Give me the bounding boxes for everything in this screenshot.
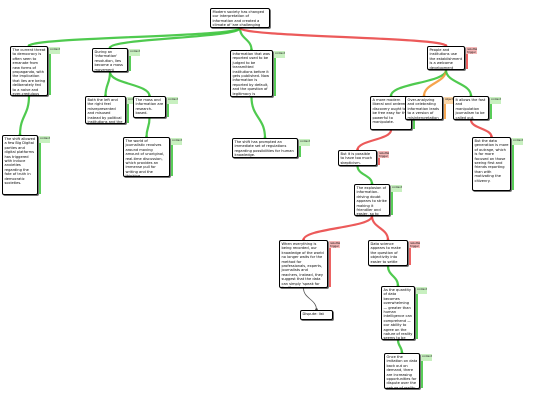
node-n3[interactable]: Information that was reported used to be… bbox=[230, 50, 273, 97]
node-n10[interactable]: A more modern liberal and ordered discov… bbox=[370, 96, 412, 130]
tag-n4: rebuttal trigger bbox=[466, 47, 477, 54]
node-text: A more modern liberal and ordered discov… bbox=[372, 98, 408, 125]
tag-n2: contention bbox=[129, 49, 140, 56]
node-n1[interactable]: The current threat to democracy is often… bbox=[10, 46, 48, 96]
tag-n11: objection bbox=[444, 97, 455, 104]
edge-root-n4 bbox=[238, 26, 448, 48]
node-text: Information that was reported used to be… bbox=[232, 52, 270, 96]
edge-n19-n20 bbox=[396, 338, 404, 355]
node-text: But it is possible to have too much skep… bbox=[340, 152, 373, 165]
tag-n17: rebuttal trigger bbox=[409, 241, 420, 248]
node-text: But the data generation is more of outra… bbox=[474, 139, 509, 183]
edge-n15-n16 bbox=[302, 214, 374, 242]
edge-root-n2 bbox=[108, 26, 242, 50]
edge-n2-n7 bbox=[108, 70, 151, 98]
node-side-bar bbox=[416, 287, 418, 339]
edge-n12-n13 bbox=[469, 118, 493, 139]
node-text: During an 'information' revolution, lies… bbox=[94, 50, 123, 72]
edge-n2-n6 bbox=[104, 70, 112, 98]
node-n2[interactable]: During an 'information' revolution, lies… bbox=[92, 48, 128, 72]
node-n15[interactable]: The explosion of information-driving dou… bbox=[354, 184, 390, 216]
edge-n4-n12 bbox=[444, 68, 473, 98]
tag-n5: contention bbox=[39, 136, 50, 143]
edge-n4-n10 bbox=[389, 68, 448, 98]
node-text: The shift allowed a few Big Digital part… bbox=[4, 137, 36, 186]
node-text: The shift has prompted an immediate set … bbox=[234, 140, 294, 158]
node-n4[interactable]: People and institutions use the establis… bbox=[427, 46, 465, 70]
node-n5[interactable]: The shift allowed a few Big Digital part… bbox=[2, 135, 38, 195]
node-n8[interactable]: The world of journalistic revolves aroun… bbox=[123, 137, 170, 177]
tag-n19: contention bbox=[416, 287, 427, 294]
tag-n9: contention bbox=[299, 139, 310, 146]
node-text: Modern society has changed our interpret… bbox=[212, 10, 265, 28]
node-text: People and institutions use the establis… bbox=[429, 48, 463, 70]
tag-n16: rebuttal trigger bbox=[329, 241, 340, 248]
tag-n13: contention bbox=[512, 138, 523, 145]
tag-n8: contention bbox=[171, 138, 182, 145]
tag-n3: contention bbox=[274, 51, 285, 58]
edge-root-n1 bbox=[27, 26, 242, 48]
node-text: Both the left and the right feel misrepr… bbox=[87, 98, 123, 124]
node-n19[interactable]: As the quantity of data becomes overwhel… bbox=[381, 286, 415, 340]
node-text: The explosion of information-driving dou… bbox=[356, 186, 387, 216]
node-text: Once the imitation on data back out on d… bbox=[386, 355, 418, 389]
node-text: The current threat to democracy is often… bbox=[12, 48, 46, 96]
node-n13[interactable]: But the data generation is more of outra… bbox=[472, 137, 511, 191]
edge-n15-n17 bbox=[370, 214, 390, 242]
tag-n12: contention bbox=[490, 97, 501, 104]
node-n17[interactable]: Data science appears to make the questio… bbox=[368, 240, 408, 266]
tag-n1: contention bbox=[49, 47, 60, 54]
node-side-bar bbox=[512, 138, 514, 190]
edge-n14-n15 bbox=[356, 164, 374, 186]
edge-root-n3 bbox=[238, 26, 253, 52]
node-n11[interactable]: Over-analyzing and celebrating informati… bbox=[405, 96, 443, 120]
node-text: The mass and information are research-ba… bbox=[135, 98, 164, 116]
node-n7[interactable]: The mass and information are research-ba… bbox=[133, 96, 166, 118]
edge-n16-n18 bbox=[303, 287, 317, 311]
node-n9[interactable]: The shift has prompted an immediate set … bbox=[232, 138, 298, 158]
node-n14[interactable]: But it is possible to have too much skep… bbox=[338, 150, 377, 166]
node-n6[interactable]: Both the left and the right feel misrepr… bbox=[85, 96, 126, 124]
edge-n4-n11 bbox=[422, 68, 448, 98]
node-side-bar bbox=[49, 47, 51, 95]
edge-n17-n19 bbox=[386, 264, 400, 288]
node-side-bar bbox=[39, 136, 41, 194]
node-text: As the quantity of data becomes overwhel… bbox=[383, 288, 413, 340]
node-n16[interactable]: When everything is being recorded, our k… bbox=[279, 240, 328, 288]
tag-n20: contention bbox=[421, 354, 432, 361]
node-text: Data science appears to make the questio… bbox=[370, 242, 401, 264]
node-text: When everything is being recorded, our k… bbox=[281, 242, 324, 287]
node-text: Dispute: list bbox=[302, 312, 324, 316]
node-n18[interactable]: Dispute: list bbox=[300, 310, 333, 320]
tag-n14: rebuttal trigger bbox=[378, 151, 389, 158]
node-text: It allows the fast and manipulation jour… bbox=[455, 98, 486, 120]
node-text: The world of journalistic revolves aroun… bbox=[125, 139, 165, 177]
node-text: Over-analyzing and celebrating informati… bbox=[407, 98, 439, 120]
node-n12[interactable]: It allows the fast and manipulation jour… bbox=[453, 96, 489, 120]
edge-n7-n8 bbox=[145, 116, 151, 139]
edge-n1-n5 bbox=[18, 94, 31, 137]
node-root[interactable]: Modern society has changed our interpret… bbox=[210, 8, 270, 28]
edge-n3-n9 bbox=[250, 95, 267, 140]
edge-n10-n14 bbox=[356, 128, 393, 152]
tag-n7: contention bbox=[167, 97, 178, 104]
tag-n15: contention bbox=[391, 185, 402, 192]
node-n20[interactable]: Once the imitation on data back out on d… bbox=[384, 353, 420, 389]
